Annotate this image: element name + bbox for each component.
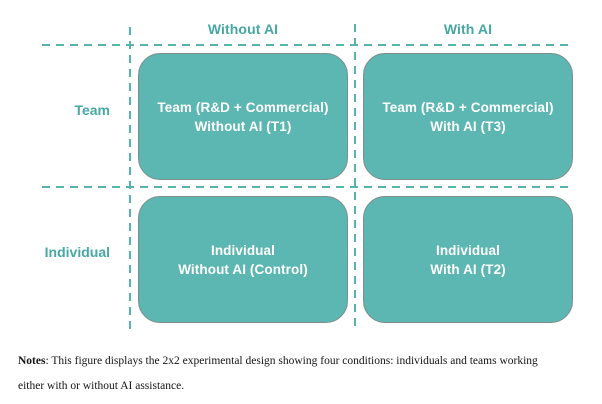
notes-label: Notes bbox=[18, 355, 46, 367]
cell-text-line: Without AI (Control) bbox=[178, 261, 308, 277]
grid-divider-vertical-middle bbox=[354, 24, 356, 332]
cell-individual-without-ai: Individual Without AI (Control) bbox=[138, 196, 348, 323]
cell-individual-with-ai: Individual With AI (T2) bbox=[363, 196, 573, 323]
notes-body: : This figure displays the 2x2 experimen… bbox=[18, 355, 538, 392]
cell-text-line: Without AI (T1) bbox=[194, 118, 292, 134]
row-header-team: Team bbox=[74, 102, 110, 118]
grid-divider-vertical-left bbox=[129, 27, 131, 331]
grid-divider-horizontal-middle bbox=[42, 186, 573, 188]
cell-team-with-ai: Team (R&D + Commercial) With AI (T3) bbox=[363, 53, 573, 180]
cell-text-line: Team (R&D + Commercial) bbox=[382, 99, 554, 115]
cell-team-without-ai: Team (R&D + Commercial) Without AI (T1) bbox=[138, 53, 348, 180]
cell-text-line: With AI (T2) bbox=[430, 261, 506, 277]
cell-text-line: With AI (T3) bbox=[430, 118, 506, 134]
grid-divider-horizontal-top bbox=[42, 44, 573, 46]
cell-text-line: Individual bbox=[435, 242, 500, 258]
figure-notes: Notes: This figure displays the 2x2 expe… bbox=[18, 349, 538, 399]
cell-text-line: Team (R&D + Commercial) bbox=[157, 99, 329, 115]
cell-text-line: Individual bbox=[210, 242, 275, 258]
row-header-individual: Individual bbox=[44, 244, 110, 260]
column-header-without-ai: Without AI bbox=[207, 21, 279, 37]
column-header-with-ai: With AI bbox=[443, 21, 493, 37]
